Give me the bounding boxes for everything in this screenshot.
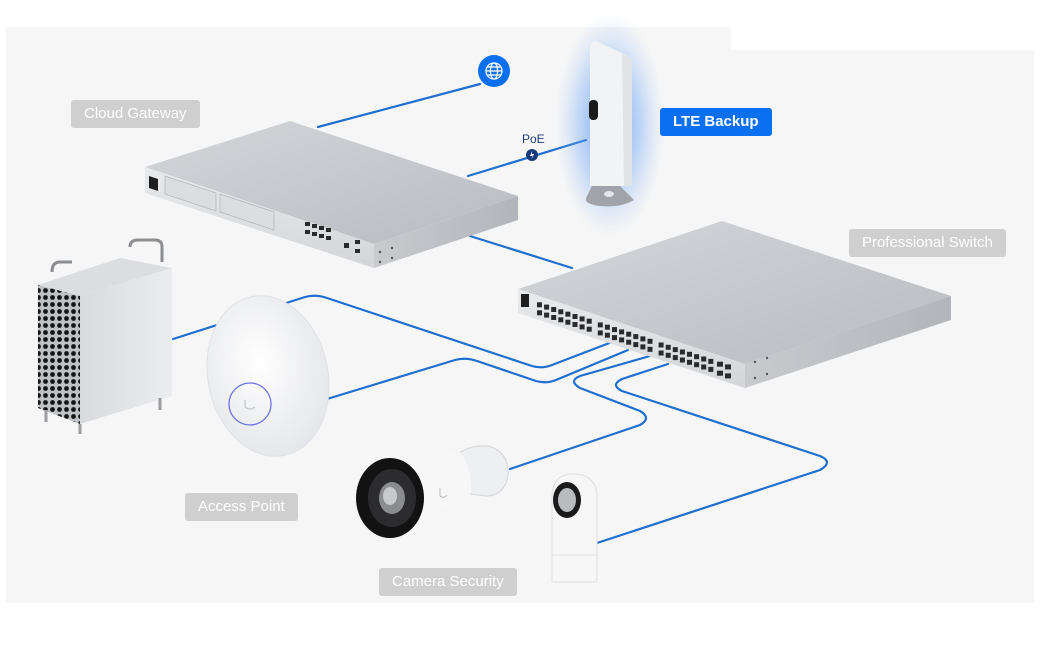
camera-security-label: Camera Security [379, 568, 517, 596]
lte-status-badge [589, 100, 598, 120]
cloud-gateway-device[interactable] [145, 121, 518, 268]
switch-sfp-port [725, 364, 731, 370]
cable-switch-bullet-camera [508, 354, 652, 471]
switch-ports [537, 302, 731, 379]
switch-port [565, 311, 571, 317]
switch-port [537, 310, 542, 316]
cable-gateway-switch [468, 234, 574, 270]
cable-switch-server [171, 294, 614, 369]
switch-port [612, 335, 617, 341]
professional-switch-device[interactable] [518, 221, 951, 388]
switch-port [672, 347, 678, 353]
switch-port [537, 302, 542, 308]
switch-port [679, 349, 685, 355]
switch-port [619, 329, 625, 335]
lte-backup-device[interactable] [555, 13, 665, 237]
switch-port [665, 344, 671, 350]
poe-marker [526, 149, 538, 161]
switch-port [687, 351, 692, 357]
switch-port [572, 314, 578, 319]
switch-port [551, 307, 557, 312]
switch-port [604, 324, 610, 330]
switch-port [586, 318, 592, 324]
switch-port [597, 322, 603, 328]
switch-port [708, 358, 714, 364]
switch-port [544, 304, 550, 310]
switch-port [565, 319, 571, 325]
ap-status-ring [228, 382, 272, 426]
switch-sfp-port [717, 370, 723, 376]
cables [171, 82, 829, 545]
switch-port [586, 326, 592, 332]
switch-port [640, 344, 646, 350]
switch-port [665, 352, 671, 358]
switch-port [701, 364, 707, 370]
switch-port [579, 324, 585, 330]
switch-port [633, 342, 639, 348]
switch-port [579, 316, 585, 322]
switch-port [544, 312, 550, 318]
switch-port [558, 317, 564, 323]
switch-port [701, 356, 707, 362]
switch-port [604, 332, 610, 338]
switch-port [633, 334, 639, 340]
switch-port [597, 330, 603, 336]
switch-sfp-port [717, 361, 723, 367]
switch-port [572, 322, 578, 327]
switch-port [551, 315, 557, 320]
dome-camera-device[interactable] [551, 473, 598, 583]
cable-switch-ap [325, 348, 630, 401]
switch-port [708, 366, 714, 372]
switch-port [647, 338, 653, 344]
poe-label: PoE [522, 132, 545, 146]
cloud-gateway-label: Cloud Gateway [71, 100, 200, 128]
bullet-camera-device[interactable] [356, 445, 509, 538]
access-point-label: Access Point [185, 493, 298, 521]
professional-switch-label: Professional Switch [849, 229, 1006, 257]
switch-port [619, 337, 625, 343]
switch-port [658, 342, 664, 348]
switch-sfp-port [725, 373, 731, 379]
cable-switch-dome-camera [595, 362, 829, 545]
workstation-device[interactable] [38, 238, 172, 434]
switch-port [694, 354, 700, 360]
switch-port [658, 350, 664, 356]
cable-gateway-internet [316, 82, 482, 129]
ubiquiti-logo-icon [439, 488, 448, 498]
switch-port [612, 327, 617, 333]
switch-port [679, 357, 685, 363]
switch-port [626, 331, 632, 337]
lte-backup-label[interactable]: LTE Backup [660, 108, 772, 136]
internet-node[interactable] [478, 55, 510, 87]
switch-port [694, 362, 700, 368]
switch-port [647, 346, 653, 352]
switch-port [626, 339, 632, 345]
switch-port [640, 336, 646, 342]
access-point-device[interactable] [192, 284, 343, 467]
switch-port [687, 359, 692, 365]
gateway-ports [305, 222, 360, 253]
switch-port [672, 355, 678, 361]
ubiquiti-logo-icon [244, 400, 256, 410]
globe-icon [485, 62, 503, 80]
switch-port [558, 309, 564, 315]
